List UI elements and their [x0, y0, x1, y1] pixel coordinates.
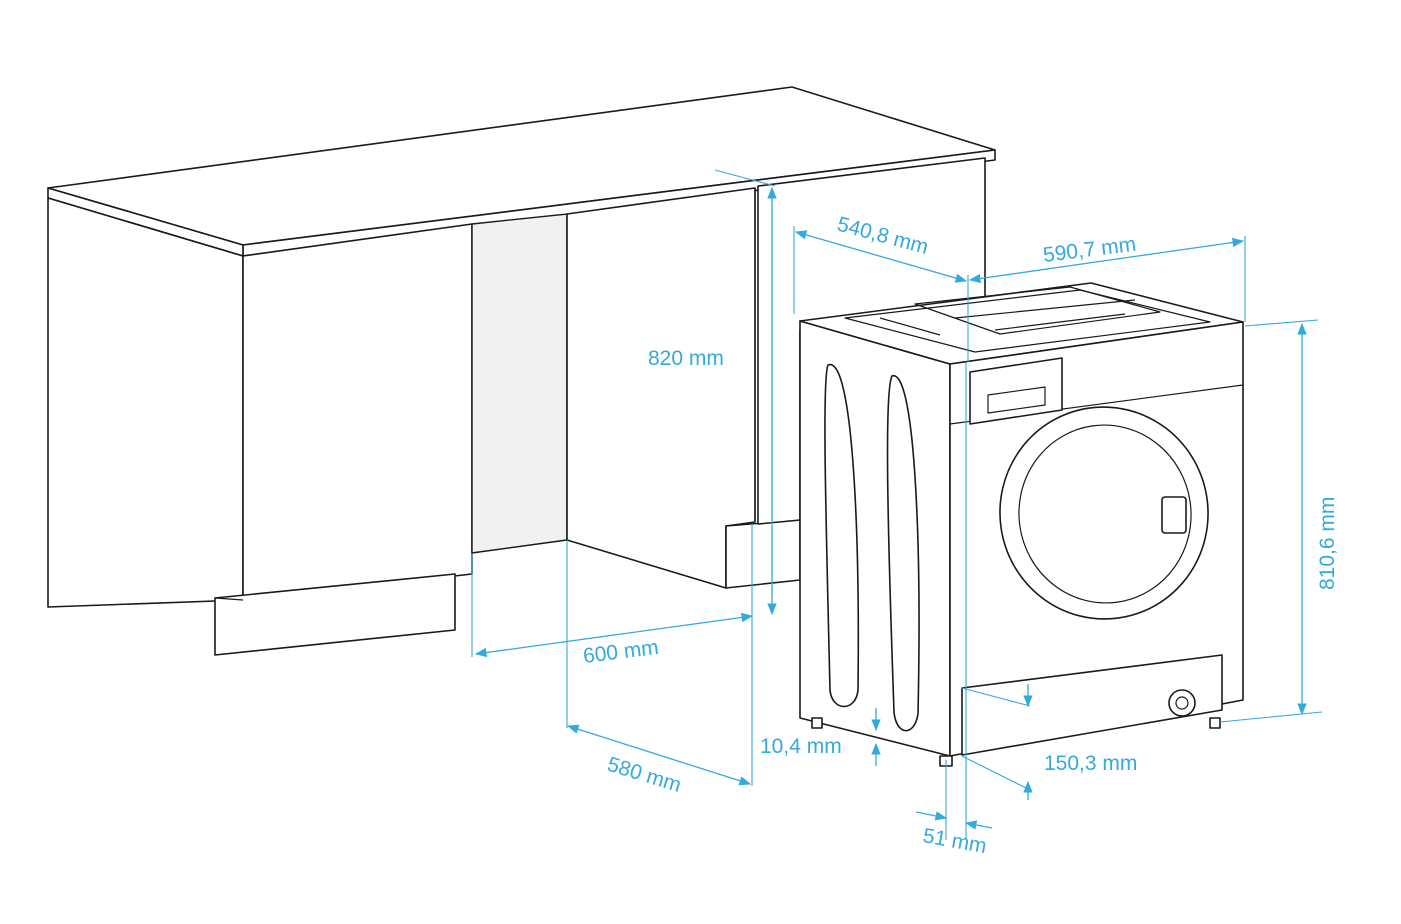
left-cabinet-plinth	[214, 573, 456, 656]
side-grip-rear	[886, 375, 920, 732]
door-glass	[1018, 424, 1192, 604]
niche-floor-kick	[725, 519, 801, 589]
label-door-offset: 51 mm	[921, 824, 988, 858]
label-plinth-height: 150,3 mm	[1044, 752, 1137, 775]
machine-foot-left	[811, 717, 823, 729]
washing-machine	[799, 282, 1244, 767]
kitchen-cabinet	[47, 86, 996, 656]
label-foot-height: 10,4 mm	[760, 735, 842, 758]
left-cabinet-door	[242, 223, 473, 601]
label-machine-width: 590,7 mm	[1042, 233, 1137, 267]
left-cabinet-side	[47, 197, 244, 608]
machine-foot-right	[1209, 717, 1221, 729]
door-outer-ring	[999, 406, 1209, 620]
door-handle	[1161, 496, 1187, 534]
dimension-lines	[471, 169, 1323, 840]
drain-pump-cap	[1168, 689, 1196, 717]
label-cabinet-height: 820 mm	[648, 347, 724, 370]
label-niche-width: 600 mm	[582, 636, 660, 668]
side-grip-front	[824, 363, 860, 708]
machine-side-panel	[799, 320, 951, 757]
machine-plinth	[961, 654, 1223, 756]
label-machine-height: 810,6 mm	[1316, 497, 1339, 590]
niche-back-panel	[471, 213, 568, 554]
